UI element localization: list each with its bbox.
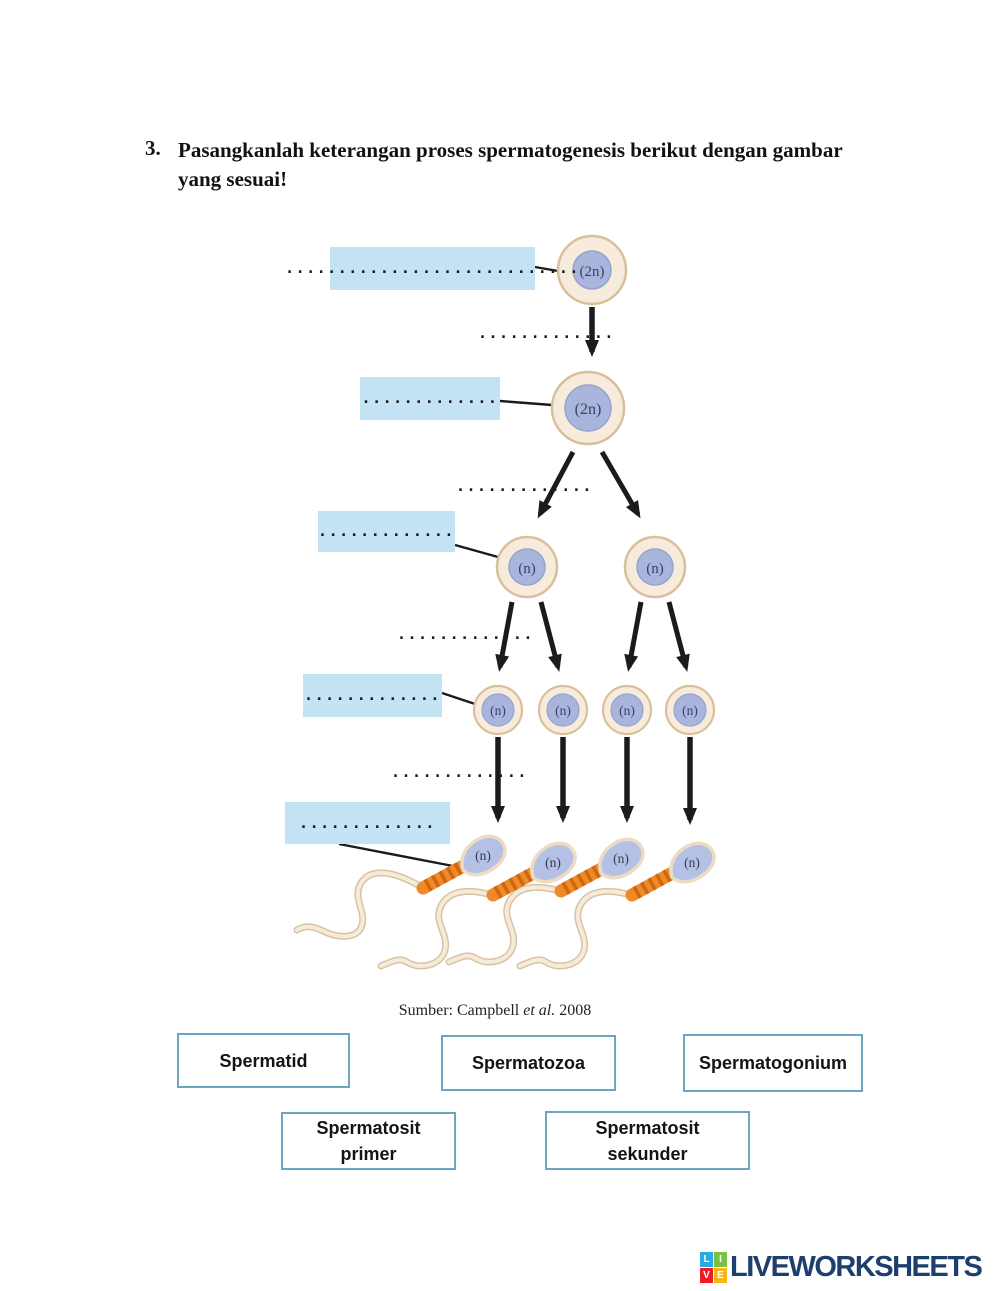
- meiosis2-arrow-4: [666, 601, 690, 672]
- answer-box-spermatid[interactable]: .............: [303, 674, 442, 717]
- sperm-tail: [295, 870, 425, 939]
- answer-box-dots: .............: [299, 813, 436, 832]
- label-text: Spermatosit sekunder: [595, 1117, 700, 1164]
- spermatogonium-cell: (2n): [556, 234, 628, 306]
- sperm-tail: [518, 889, 636, 968]
- cell-nucleus: [564, 384, 612, 432]
- spermatid-cell-3: (n): [601, 684, 653, 736]
- sperm-head: [669, 841, 716, 884]
- ploidy-label: (n): [646, 561, 664, 577]
- sperm-tail: [379, 889, 497, 968]
- answer-box-dots: .............: [318, 522, 455, 540]
- label-option-spermatid[interactable]: Spermatid: [177, 1033, 350, 1088]
- cell-nucleus: [508, 548, 546, 586]
- ploidy-label: (n): [545, 855, 561, 870]
- step-dots-meiosis1: .............: [456, 477, 593, 495]
- leader-line-2: [499, 399, 553, 407]
- meiosis1-arrow-left: [537, 450, 576, 519]
- step-dots-meiosis2: .............: [397, 625, 534, 643]
- sperm-tail-outline: [445, 883, 567, 966]
- cell-nucleus: [481, 693, 515, 727]
- sperm-head: [598, 837, 645, 880]
- question-number: 3.: [145, 136, 161, 160]
- liveworksheets-logo[interactable]: L I V E LIVEWORKSHEETS: [700, 1251, 983, 1283]
- sperm-head: [530, 841, 577, 884]
- answer-box-dots: .............: [361, 389, 499, 407]
- cell-nucleus: [673, 693, 707, 727]
- ploidy-label: (n): [518, 561, 536, 577]
- answer-box-spermatosit-primer[interactable]: .............: [360, 377, 500, 420]
- ploidy-label: (n): [475, 848, 491, 863]
- leader-lines: [338, 265, 559, 868]
- cell-nucleus: [546, 693, 580, 727]
- question-text: Pasangkanlah keterangan proses spermatog…: [178, 138, 843, 191]
- answer-box-spermatosit-sekunder[interactable]: .............: [318, 511, 455, 552]
- caption-prefix: Sumber: Campbell: [398, 1002, 524, 1019]
- liveworksheets-logo-icon: L I V E: [700, 1252, 727, 1283]
- cell-nucleus: [572, 250, 612, 290]
- sperm-cell-2: (n): [377, 841, 577, 970]
- answer-box-dots: .............: [304, 686, 441, 704]
- ploidy-label: (2n): [580, 264, 605, 280]
- spermatid-cell-4: (n): [664, 684, 716, 736]
- primary-spermatocyte-cell: (2n): [550, 370, 626, 446]
- sperm-tail-outline: [377, 887, 499, 970]
- answer-box-dots: ............................: [285, 259, 580, 277]
- meiosis2-arrow-1: [495, 601, 515, 672]
- sperm-cell-3: (n): [445, 837, 645, 966]
- secondary-spermatocyte-cell-2: (n): [623, 535, 687, 599]
- source-caption: Sumber: Campbell et al. 2008: [355, 1002, 635, 1020]
- meiosis2-arrow-2: [538, 601, 562, 672]
- cell-nucleus: [636, 548, 674, 586]
- answer-box-spermatogonium[interactable]: ............................: [285, 247, 578, 290]
- sperm-midpiece: [554, 860, 612, 898]
- sperm-cell-1: (n): [293, 834, 507, 940]
- sperm-midpiece: [416, 857, 474, 895]
- label-text: Spermatosit primer: [316, 1118, 421, 1164]
- label-option-spermatosit-sekunder[interactable]: Spermatosit sekunder: [545, 1111, 750, 1170]
- cell-nucleus: [610, 693, 644, 727]
- ploidy-label: (n): [555, 703, 571, 718]
- sperm-head: [460, 834, 507, 877]
- caption-et-al: et al.: [523, 1002, 556, 1019]
- meiosis1-arrow-right: [599, 450, 641, 519]
- leader-line-3: [454, 543, 499, 559]
- label-text: Spermatozoa: [471, 1053, 586, 1073]
- stage-arrows: [491, 307, 697, 825]
- leader-line-1: [534, 265, 559, 273]
- leader-line-5: [338, 842, 454, 868]
- logo-square-v: V: [700, 1268, 713, 1283]
- logo-square-i: I: [714, 1252, 727, 1267]
- ploidy-label: (n): [682, 703, 698, 718]
- label-text: Spermatid: [219, 1050, 308, 1071]
- ploidy-label: (n): [619, 703, 635, 718]
- leader-line-4: [441, 691, 476, 706]
- question: 3. Pasangkanlah keterangan proses sperma…: [145, 136, 868, 194]
- sperm-tail-outline: [516, 887, 638, 970]
- logo-square-l: L: [700, 1252, 713, 1267]
- ploidy-label: (n): [684, 855, 700, 870]
- spermatid-cell-2: (n): [537, 684, 589, 736]
- spermatid-cell-1: (n): [472, 684, 524, 736]
- ploidy-label: (2n): [575, 401, 602, 418]
- step-dots-differentiation: .............: [391, 763, 528, 781]
- secondary-spermatocyte-cell-1: (n): [495, 535, 559, 599]
- label-text: Spermatogonium: [698, 1053, 847, 1073]
- step-dots-mitosis: .............: [478, 324, 615, 342]
- meiosis2-arrow-3: [624, 601, 644, 672]
- ploidy-label: (n): [490, 703, 506, 718]
- ploidy-label: (n): [613, 851, 629, 866]
- answer-box-spermatozoa[interactable]: .............: [285, 802, 450, 844]
- label-option-spermatogonium[interactable]: Spermatogonium: [683, 1034, 863, 1092]
- label-option-spermatozoa[interactable]: Spermatozoa: [441, 1035, 616, 1091]
- caption-suffix: 2008: [555, 1002, 592, 1019]
- sperm-cell-4: (n): [516, 841, 716, 970]
- logo-square-e: E: [714, 1268, 727, 1283]
- label-option-spermatosit-primer[interactable]: Spermatosit primer: [281, 1112, 456, 1170]
- sperm-tail: [447, 885, 565, 964]
- sperm-midpiece: [625, 864, 683, 902]
- liveworksheets-wordmark: LIVEWORKSHEETS: [730, 1251, 983, 1283]
- sperm-midpiece: [486, 864, 544, 902]
